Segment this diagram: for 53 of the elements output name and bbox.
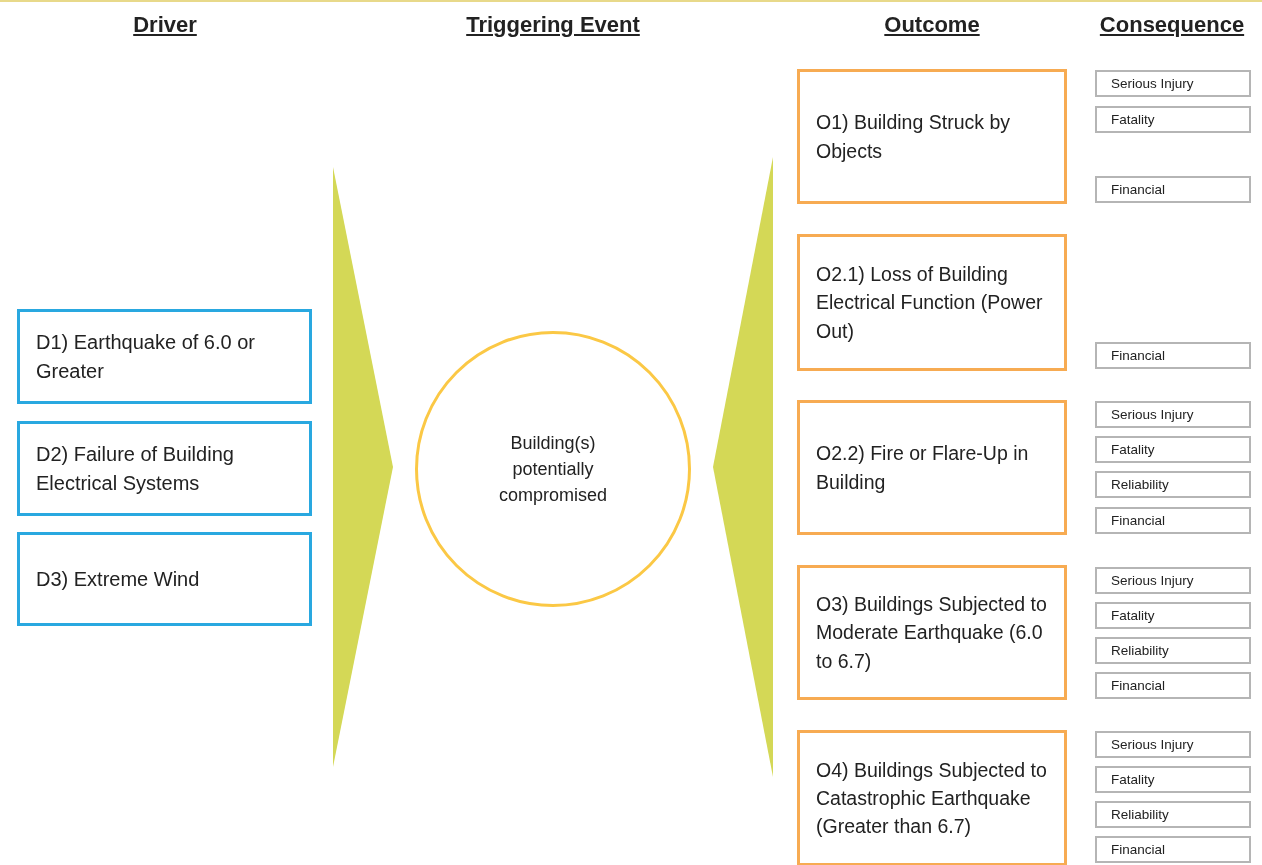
- consequence-box: [1095, 176, 1251, 203]
- consequence-box: [1095, 342, 1251, 369]
- node-text: Serious Injury: [1111, 735, 1194, 754]
- node-text: O1) Building Struck by Objects: [816, 110, 1011, 164]
- node-text: Fatality: [1111, 440, 1155, 459]
- consequence-box: [1095, 401, 1251, 428]
- driver-box: [17, 421, 312, 516]
- column-heading: Consequence: [1099, 12, 1245, 38]
- node-text: Financial: [1111, 840, 1166, 859]
- node-text: D3) Extreme Wind: [36, 566, 200, 592]
- node-text: Financial: [1111, 676, 1166, 695]
- column-heading: Triggering Event: [466, 12, 640, 38]
- consequence-box: [1095, 637, 1251, 664]
- consequence-box: [1095, 801, 1251, 828]
- outcome-box: [797, 400, 1067, 535]
- node-text: Building(s) potentially compromised: [497, 431, 608, 508]
- consequence-box: [1095, 672, 1251, 699]
- node-text: Financial: [1111, 346, 1166, 365]
- node-text: D1) Earthquake of 6.0 or Greater: [36, 329, 256, 384]
- outcome-box: [797, 730, 1067, 865]
- node-text: Financial: [1111, 180, 1166, 199]
- consequence-box: [1095, 471, 1251, 498]
- node-text: Serious Injury: [1111, 405, 1194, 424]
- node-text: Reliability: [1111, 805, 1169, 824]
- driver-box: [17, 309, 312, 404]
- consequence-box: [1095, 731, 1251, 758]
- consequence-box: [1095, 567, 1251, 594]
- node-text: O3) Buildings Subjected to Moderate Earthquake (6.0 to 6.7): [816, 592, 1048, 674]
- node-text: Fatality: [1111, 110, 1155, 129]
- node-text: Reliability: [1111, 475, 1169, 494]
- outcome-box: [797, 69, 1067, 204]
- consequence-box: [1095, 836, 1251, 863]
- node-text: O2.1) Loss of Building Electrical Function (Power Out): [816, 262, 1044, 344]
- consequence-box: [1095, 436, 1251, 463]
- node-text: Serious Injury: [1111, 571, 1194, 590]
- node-text: Fatality: [1111, 770, 1155, 789]
- node-text: Financial: [1111, 511, 1166, 530]
- outcome-box: [797, 234, 1067, 371]
- node-text: O4) Buildings Subjected to Catastrophic Earthquake (Greater than 6.7): [816, 757, 1048, 840]
- driver-box: [17, 532, 312, 626]
- column-heading: Outcome: [884, 12, 980, 38]
- column-heading: Driver: [133, 12, 197, 38]
- consequence-box: [1095, 766, 1251, 793]
- node-text: O2.2) Fire or Flare-Up in Building: [816, 441, 1030, 495]
- consequence-box: [1095, 602, 1251, 629]
- consequence-box: [1095, 70, 1251, 97]
- consequence-box: [1095, 507, 1251, 534]
- node-text: Reliability: [1111, 641, 1169, 660]
- node-text: D2) Failure of Building Electrical Systems: [36, 441, 235, 496]
- consequence-box: [1095, 106, 1251, 133]
- outcome-box: [797, 565, 1067, 700]
- node-text: Serious Injury: [1111, 74, 1194, 93]
- node-text: Fatality: [1111, 606, 1155, 625]
